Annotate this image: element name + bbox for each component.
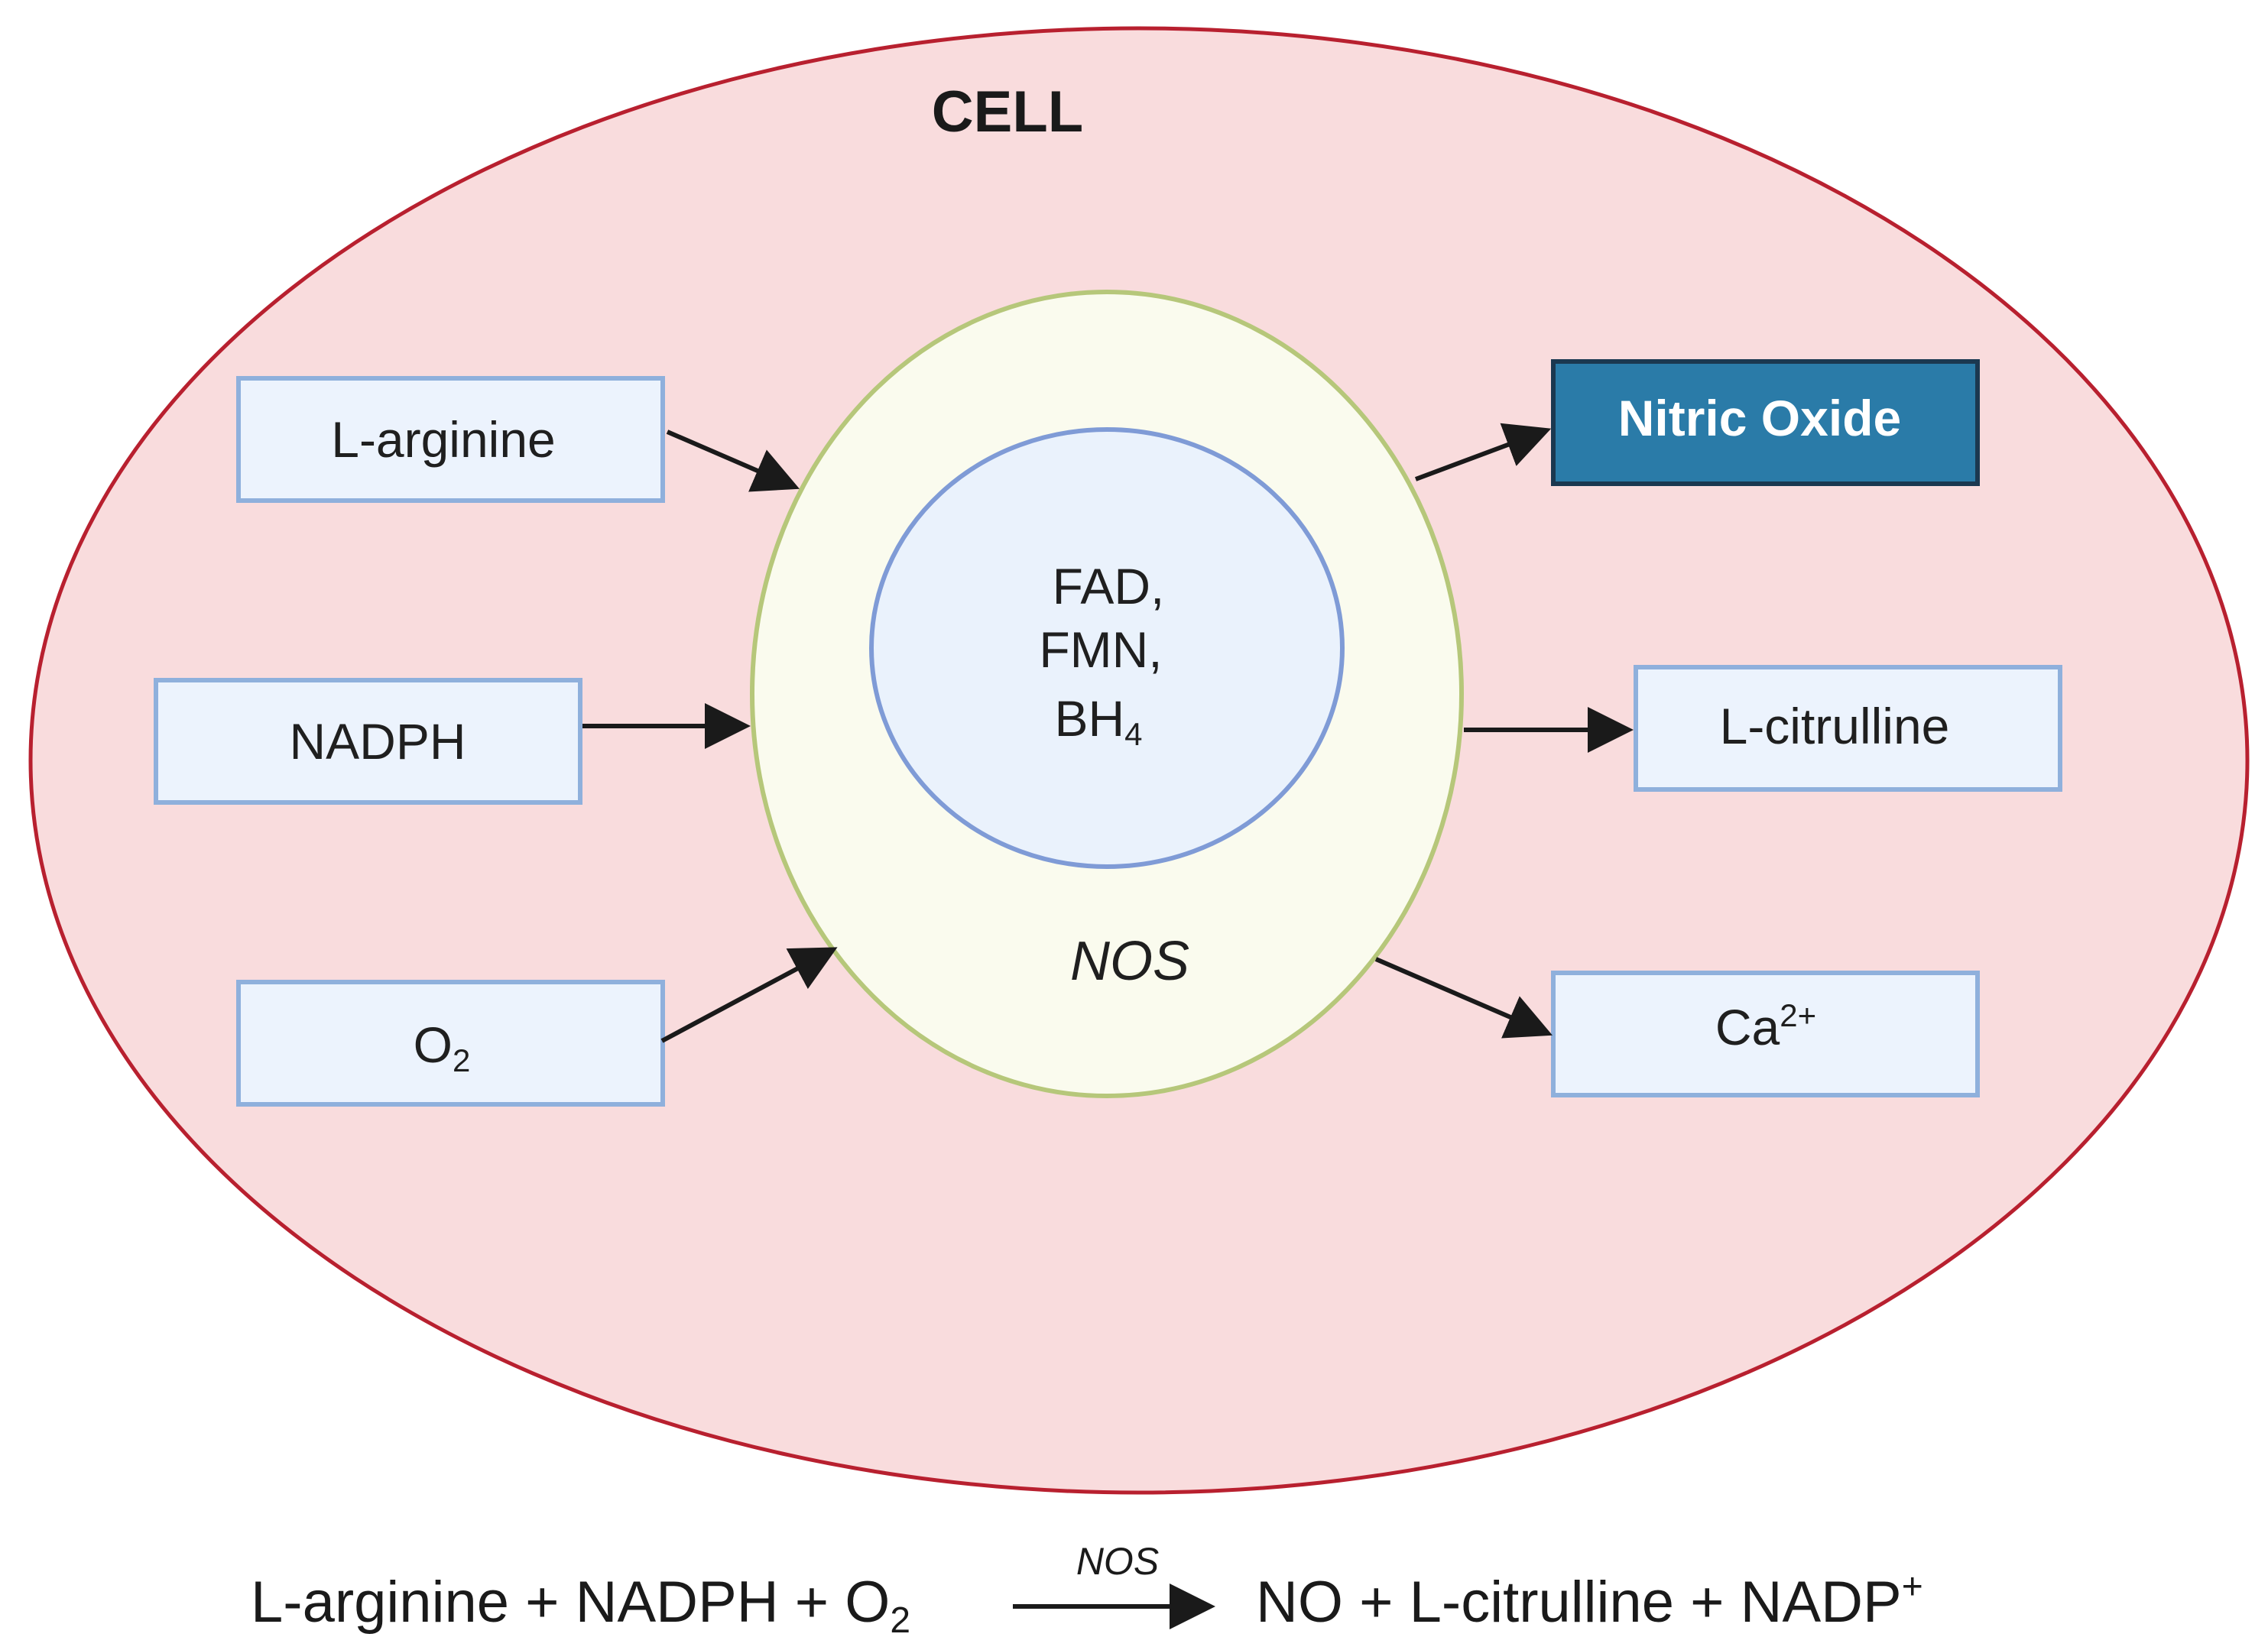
input-box-arginine <box>236 376 665 503</box>
cofactor-bh4-sub: 4 <box>1124 716 1142 752</box>
output-label-citrulline: L-citrulline <box>1720 698 1950 754</box>
cofactor-bh4: BH4 <box>1054 690 1142 752</box>
equation-right-sup: + <box>1902 1567 1923 1607</box>
calcium-base: Ca <box>1715 999 1780 1055</box>
equation-right: NO + L-citrulline + NADP+ <box>1256 1567 1923 1635</box>
input-label-oxygen: O2 <box>414 1016 471 1078</box>
enzyme-label: NOS <box>1070 931 1189 992</box>
output-label-nitric-oxide: Nitric Oxide <box>1618 390 1901 446</box>
oxygen-sub: 2 <box>453 1042 470 1078</box>
output-label-calcium: Ca2+ <box>1715 997 1816 1055</box>
output-box-calcium <box>1551 971 1980 1097</box>
equation-right-main: NO + L-citrulline + NADP <box>1256 1570 1902 1635</box>
equation-left-main: L-arginine + NADPH + O <box>251 1570 890 1635</box>
equation-left-sub: 2 <box>890 1600 910 1641</box>
input-label-nadph: NADPH <box>289 713 466 770</box>
arrow-nos-to-nitric-oxide <box>1414 423 1552 481</box>
cell-title: CELL <box>932 79 1083 144</box>
equation-arrow-label: NOS <box>1076 1540 1159 1583</box>
cofactor-circle <box>869 427 1345 869</box>
output-box-nitric-oxide <box>1551 359 1980 486</box>
oxygen-base: O <box>414 1016 453 1073</box>
cofactor-fad: FAD, <box>1053 558 1165 614</box>
input-box-nadph <box>154 678 582 805</box>
input-label-arginine: L-arginine <box>331 411 556 468</box>
calcium-sup: 2+ <box>1780 997 1816 1033</box>
output-box-citrulline <box>1634 665 2062 792</box>
cofactor-fmn: FMN, <box>1039 621 1162 678</box>
arrow-arginine-to-nos <box>666 430 800 492</box>
input-box-oxygen <box>236 980 665 1107</box>
arrow-oxygen-to-nos <box>660 947 838 1043</box>
equation-left: L-arginine + NADPH + O2 <box>251 1570 910 1641</box>
arrow-nos-to-calcium <box>1374 957 1553 1039</box>
cofactor-bh4-base: BH <box>1054 690 1124 747</box>
